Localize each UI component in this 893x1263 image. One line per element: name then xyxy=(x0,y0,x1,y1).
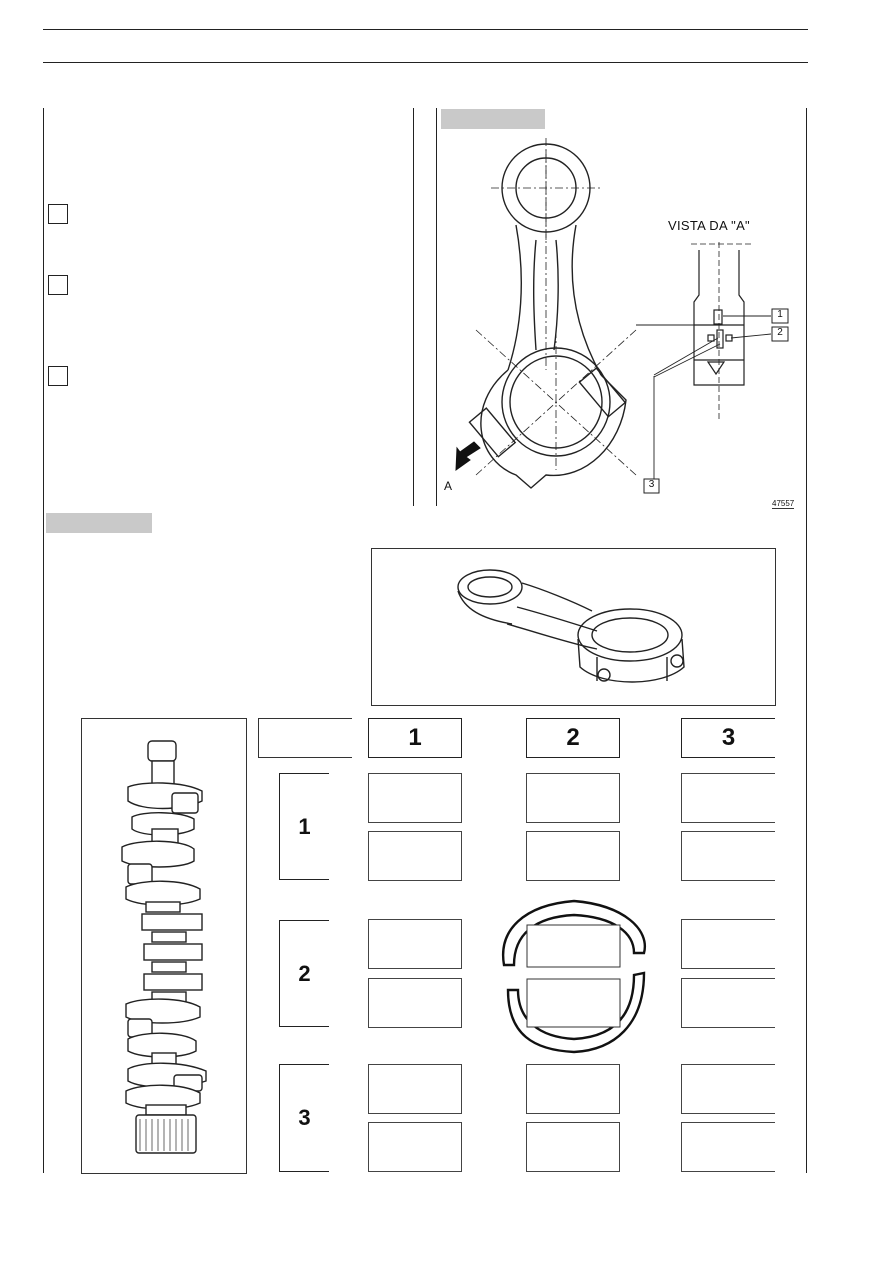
grid-cell-r2-c3-bottom xyxy=(681,978,775,1028)
connecting-rod-illustration-frame xyxy=(371,548,776,706)
frame-right-border xyxy=(806,108,807,1173)
callout-1: 1 xyxy=(777,309,783,320)
header-rule-bottom xyxy=(43,62,808,63)
grid-cell-r3-c1-bottom xyxy=(368,1122,462,1172)
column-header-2: 2 xyxy=(526,718,620,758)
connecting-rod-perspective-icon xyxy=(457,569,685,683)
figure-tab-top xyxy=(441,109,545,129)
grid-cell-r1-c1-top xyxy=(368,773,462,823)
figure-tab-bottom xyxy=(46,513,152,533)
bearing-shells-icon xyxy=(501,899,647,1054)
grid-cell-r1-c1-bottom xyxy=(368,831,462,881)
column-divider-left xyxy=(413,108,414,506)
grid-cell-r3-c1-top xyxy=(368,1064,462,1114)
checkbox-2[interactable] xyxy=(48,275,68,295)
callout-3: 3 xyxy=(648,479,655,490)
callout-2: 2 xyxy=(777,327,783,338)
grid-cell-r1-c2-bottom xyxy=(526,831,620,881)
grid-cell-r3-c3-top xyxy=(681,1064,775,1114)
grid-cell-r1-c3-top xyxy=(681,773,775,823)
grid-cell-r2-c1-top xyxy=(368,919,462,969)
grid-corner-cell xyxy=(258,718,352,758)
crankshaft-icon xyxy=(121,740,207,1154)
checkbox-1[interactable] xyxy=(48,204,68,224)
row-label-2: 2 xyxy=(279,920,329,1027)
grid-cell-r1-c2-top xyxy=(526,773,620,823)
figure-number: 47557 xyxy=(772,499,795,509)
arrow-a-label: A xyxy=(444,479,453,493)
crankshaft-illustration-frame xyxy=(81,718,247,1174)
frame-left-border xyxy=(43,108,44,1173)
grid-cell-r2-c3-top xyxy=(681,919,775,969)
header-rule-top xyxy=(43,29,808,30)
column-header-3: 3 xyxy=(681,718,775,758)
connecting-rod-diagram xyxy=(455,138,789,494)
row-label-1: 1 xyxy=(279,773,329,880)
column-divider-right xyxy=(436,108,437,506)
grid-cell-r2-c1-bottom xyxy=(368,978,462,1028)
checkbox-3[interactable] xyxy=(48,366,68,386)
grid-cell-r3-c2-top xyxy=(526,1064,620,1114)
grid-cell-r3-c2-bottom xyxy=(526,1122,620,1172)
grid-cell-r1-c3-bottom xyxy=(681,831,775,881)
grid-cell-r3-c3-bottom xyxy=(681,1122,775,1172)
column-header-1: 1 xyxy=(368,718,462,758)
row-label-3: 3 xyxy=(279,1064,329,1172)
view-a-title: VISTA DA "A" xyxy=(668,218,750,233)
